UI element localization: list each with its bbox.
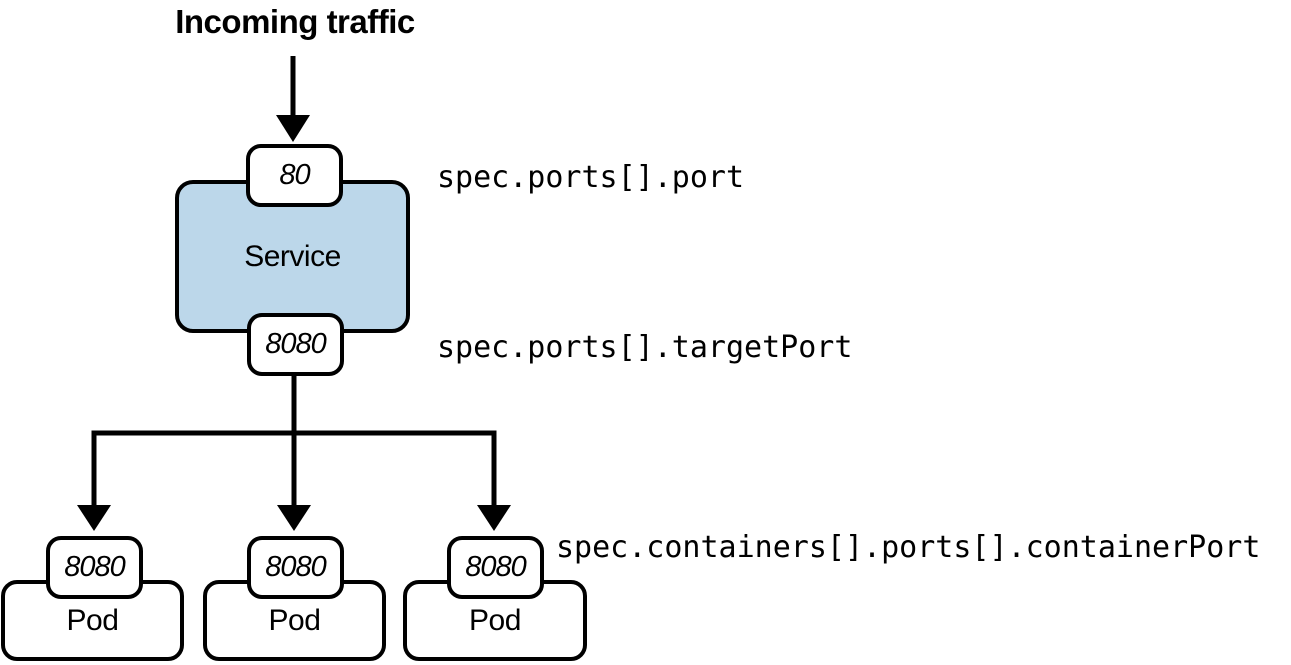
service-label: Service — [244, 239, 341, 273]
annotation-spec-ports-port: spec.ports[].port — [437, 160, 745, 195]
service-targetport-badge: 8080 — [247, 313, 344, 376]
pod-label: Pod — [66, 603, 119, 637]
pod-containerport-badge: 8080 — [247, 536, 344, 599]
pod-containerport-badge: 8080 — [46, 536, 143, 599]
diagram-title: Incoming traffic — [175, 3, 415, 40]
annotation-spec-ports-targetport: spec.ports[].targetPort — [437, 330, 853, 365]
pod-box: Pod — [203, 580, 386, 661]
branch-center-arrowhead — [277, 505, 311, 531]
branch-left-arrowhead — [77, 505, 111, 531]
pod-label: Pod — [268, 603, 321, 637]
service-port-badge: 80 — [246, 144, 343, 207]
annotation-spec-containers-containerport: spec.containers[].ports[].containerPort — [556, 530, 1261, 565]
pod-containerport-badge: 8080 — [447, 536, 544, 599]
incoming-arrowhead — [276, 115, 310, 142]
pod-box: Pod — [1, 580, 184, 661]
branch-right-arrowhead — [477, 505, 511, 531]
pod-label: Pod — [469, 603, 521, 637]
